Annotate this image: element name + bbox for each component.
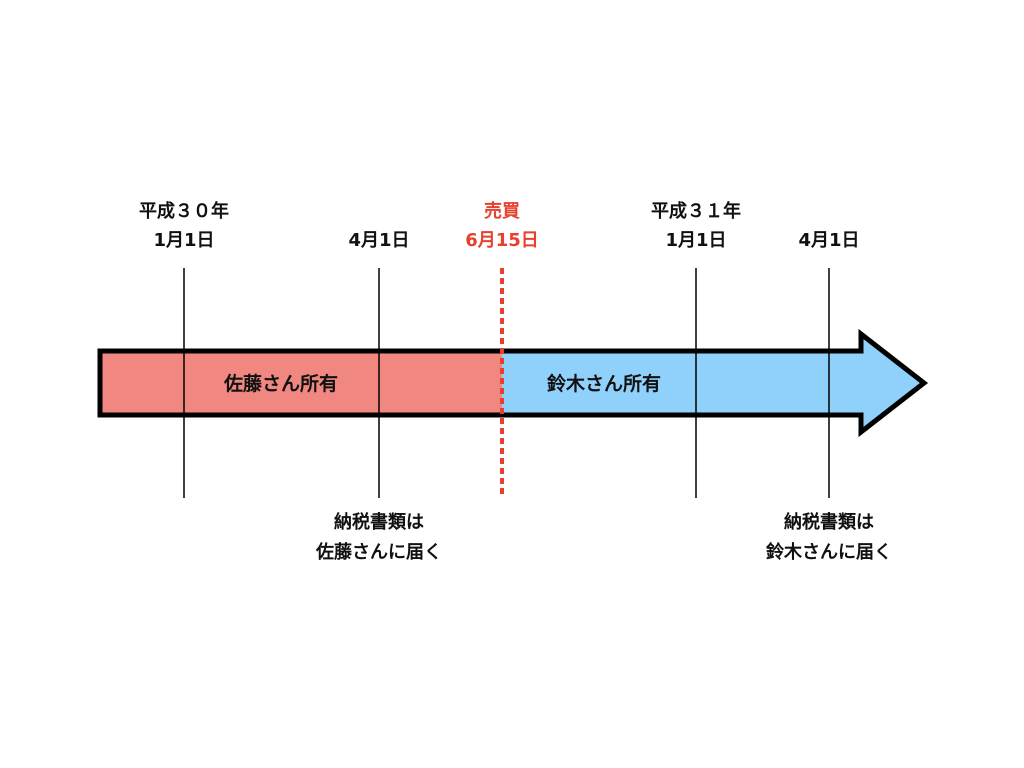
label-sale-date: 6月15日 xyxy=(465,230,539,251)
label-h31-year: 平成３１年 xyxy=(651,201,741,222)
label-suzuki-ownership: 鈴木さん所有 xyxy=(546,373,662,395)
label-tax-notice-second-line2: 鈴木さんに届く xyxy=(766,542,892,563)
label-h30-date: 1月1日 xyxy=(153,230,215,251)
label-sato-ownership: 佐藤さん所有 xyxy=(223,373,339,395)
sato-ownership-segment xyxy=(100,351,502,415)
timeline-arrow-outline xyxy=(97,328,929,438)
label-tax-notice-first-line2: 佐藤さんに届く xyxy=(316,542,442,563)
suzuki-ownership-segment xyxy=(502,334,924,432)
label-sale-title: 売買 xyxy=(484,201,520,222)
label-h31-date: 1月1日 xyxy=(665,230,727,251)
label-apr1-second: 4月1日 xyxy=(798,230,860,251)
label-apr1-first: 4月1日 xyxy=(348,230,410,251)
label-tax-notice-first-line1: 納税書類は xyxy=(334,512,424,533)
label-h30-year: 平成３０年 xyxy=(139,201,229,222)
label-tax-notice-second-line1: 納税書類は xyxy=(784,512,874,533)
